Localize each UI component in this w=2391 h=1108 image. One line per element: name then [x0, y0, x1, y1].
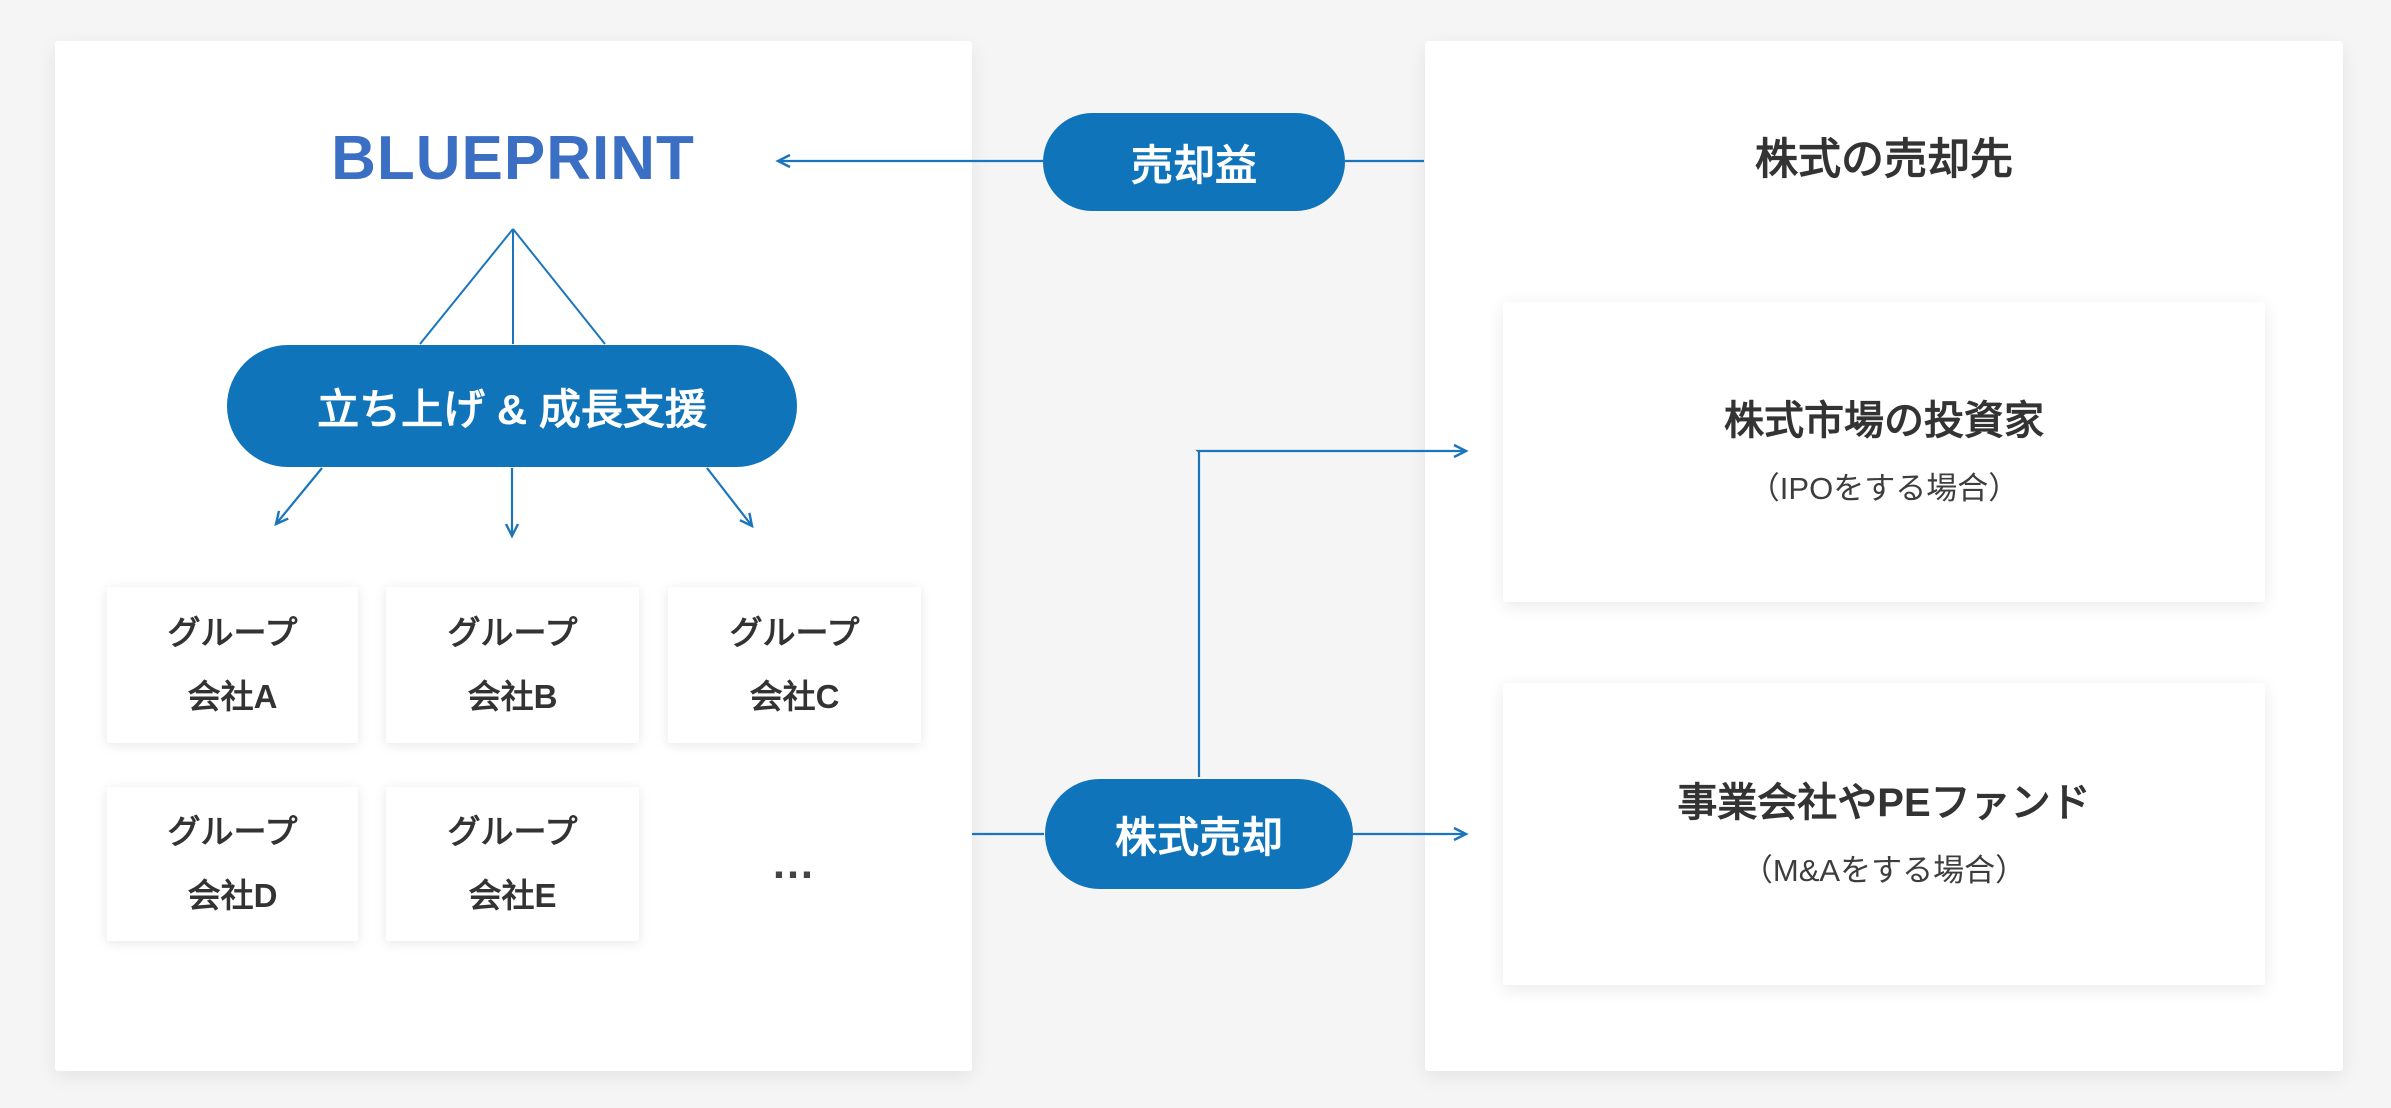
right-panel-title: 株式の売却先 — [1755, 136, 2013, 184]
group-company-b-line2: 会社B — [467, 678, 558, 715]
business-company-pe-fund-title: 事業会社やPEファンド — [1677, 780, 2091, 825]
launch-growth-support-pill: 立ち上げ & 成長支援 — [227, 345, 797, 467]
group-company-a-line1: グループ — [167, 613, 298, 651]
stock-market-investor-title: 株式市場の投資家 — [1724, 398, 2044, 443]
more-companies-ellipsis: … — [771, 839, 818, 888]
business-company-pe-fund-box: 事業会社やPEファンド （M&Aをする場合） — [1503, 683, 2265, 985]
group-company-d-line1: グループ — [167, 812, 298, 850]
blueprint-logo: BLUEPRINT — [331, 124, 695, 193]
stock-market-investor-box: 株式市場の投資家 （IPOをする場合） — [1503, 302, 2265, 602]
stock-sale-pill: 株式売却 — [1045, 779, 1353, 889]
group-company-c-line2: 会社C — [749, 678, 840, 715]
business-company-pe-fund-subtitle: （M&Aをする場合） — [1741, 852, 2027, 888]
sale-profit-pill-label: 売却益 — [1130, 141, 1257, 189]
group-company-box-b: グループ 会社B — [386, 587, 639, 743]
stock-sale-pill-label: 株式売却 — [1114, 813, 1283, 861]
group-company-box-d: グループ 会社D — [107, 787, 358, 941]
group-company-box-a: グループ 会社A — [107, 587, 358, 743]
group-company-a-line2: 会社A — [187, 678, 278, 715]
group-company-c-line1: グループ — [729, 613, 860, 651]
group-company-box-c: グループ 会社C — [668, 587, 921, 743]
sale-profit-pill: 売却益 — [1043, 113, 1345, 211]
group-company-b-line1: グループ — [447, 613, 578, 651]
group-company-e-line2: 会社E — [468, 877, 557, 914]
launch-growth-support-label: 立ち上げ & 成長支援 — [317, 385, 707, 433]
group-company-e-line1: グループ — [447, 812, 578, 850]
group-company-d-line2: 会社D — [187, 877, 278, 914]
group-company-box-e: グループ 会社E — [386, 787, 639, 941]
stock-market-investor-subtitle: （IPOをする場合） — [1748, 470, 2020, 506]
